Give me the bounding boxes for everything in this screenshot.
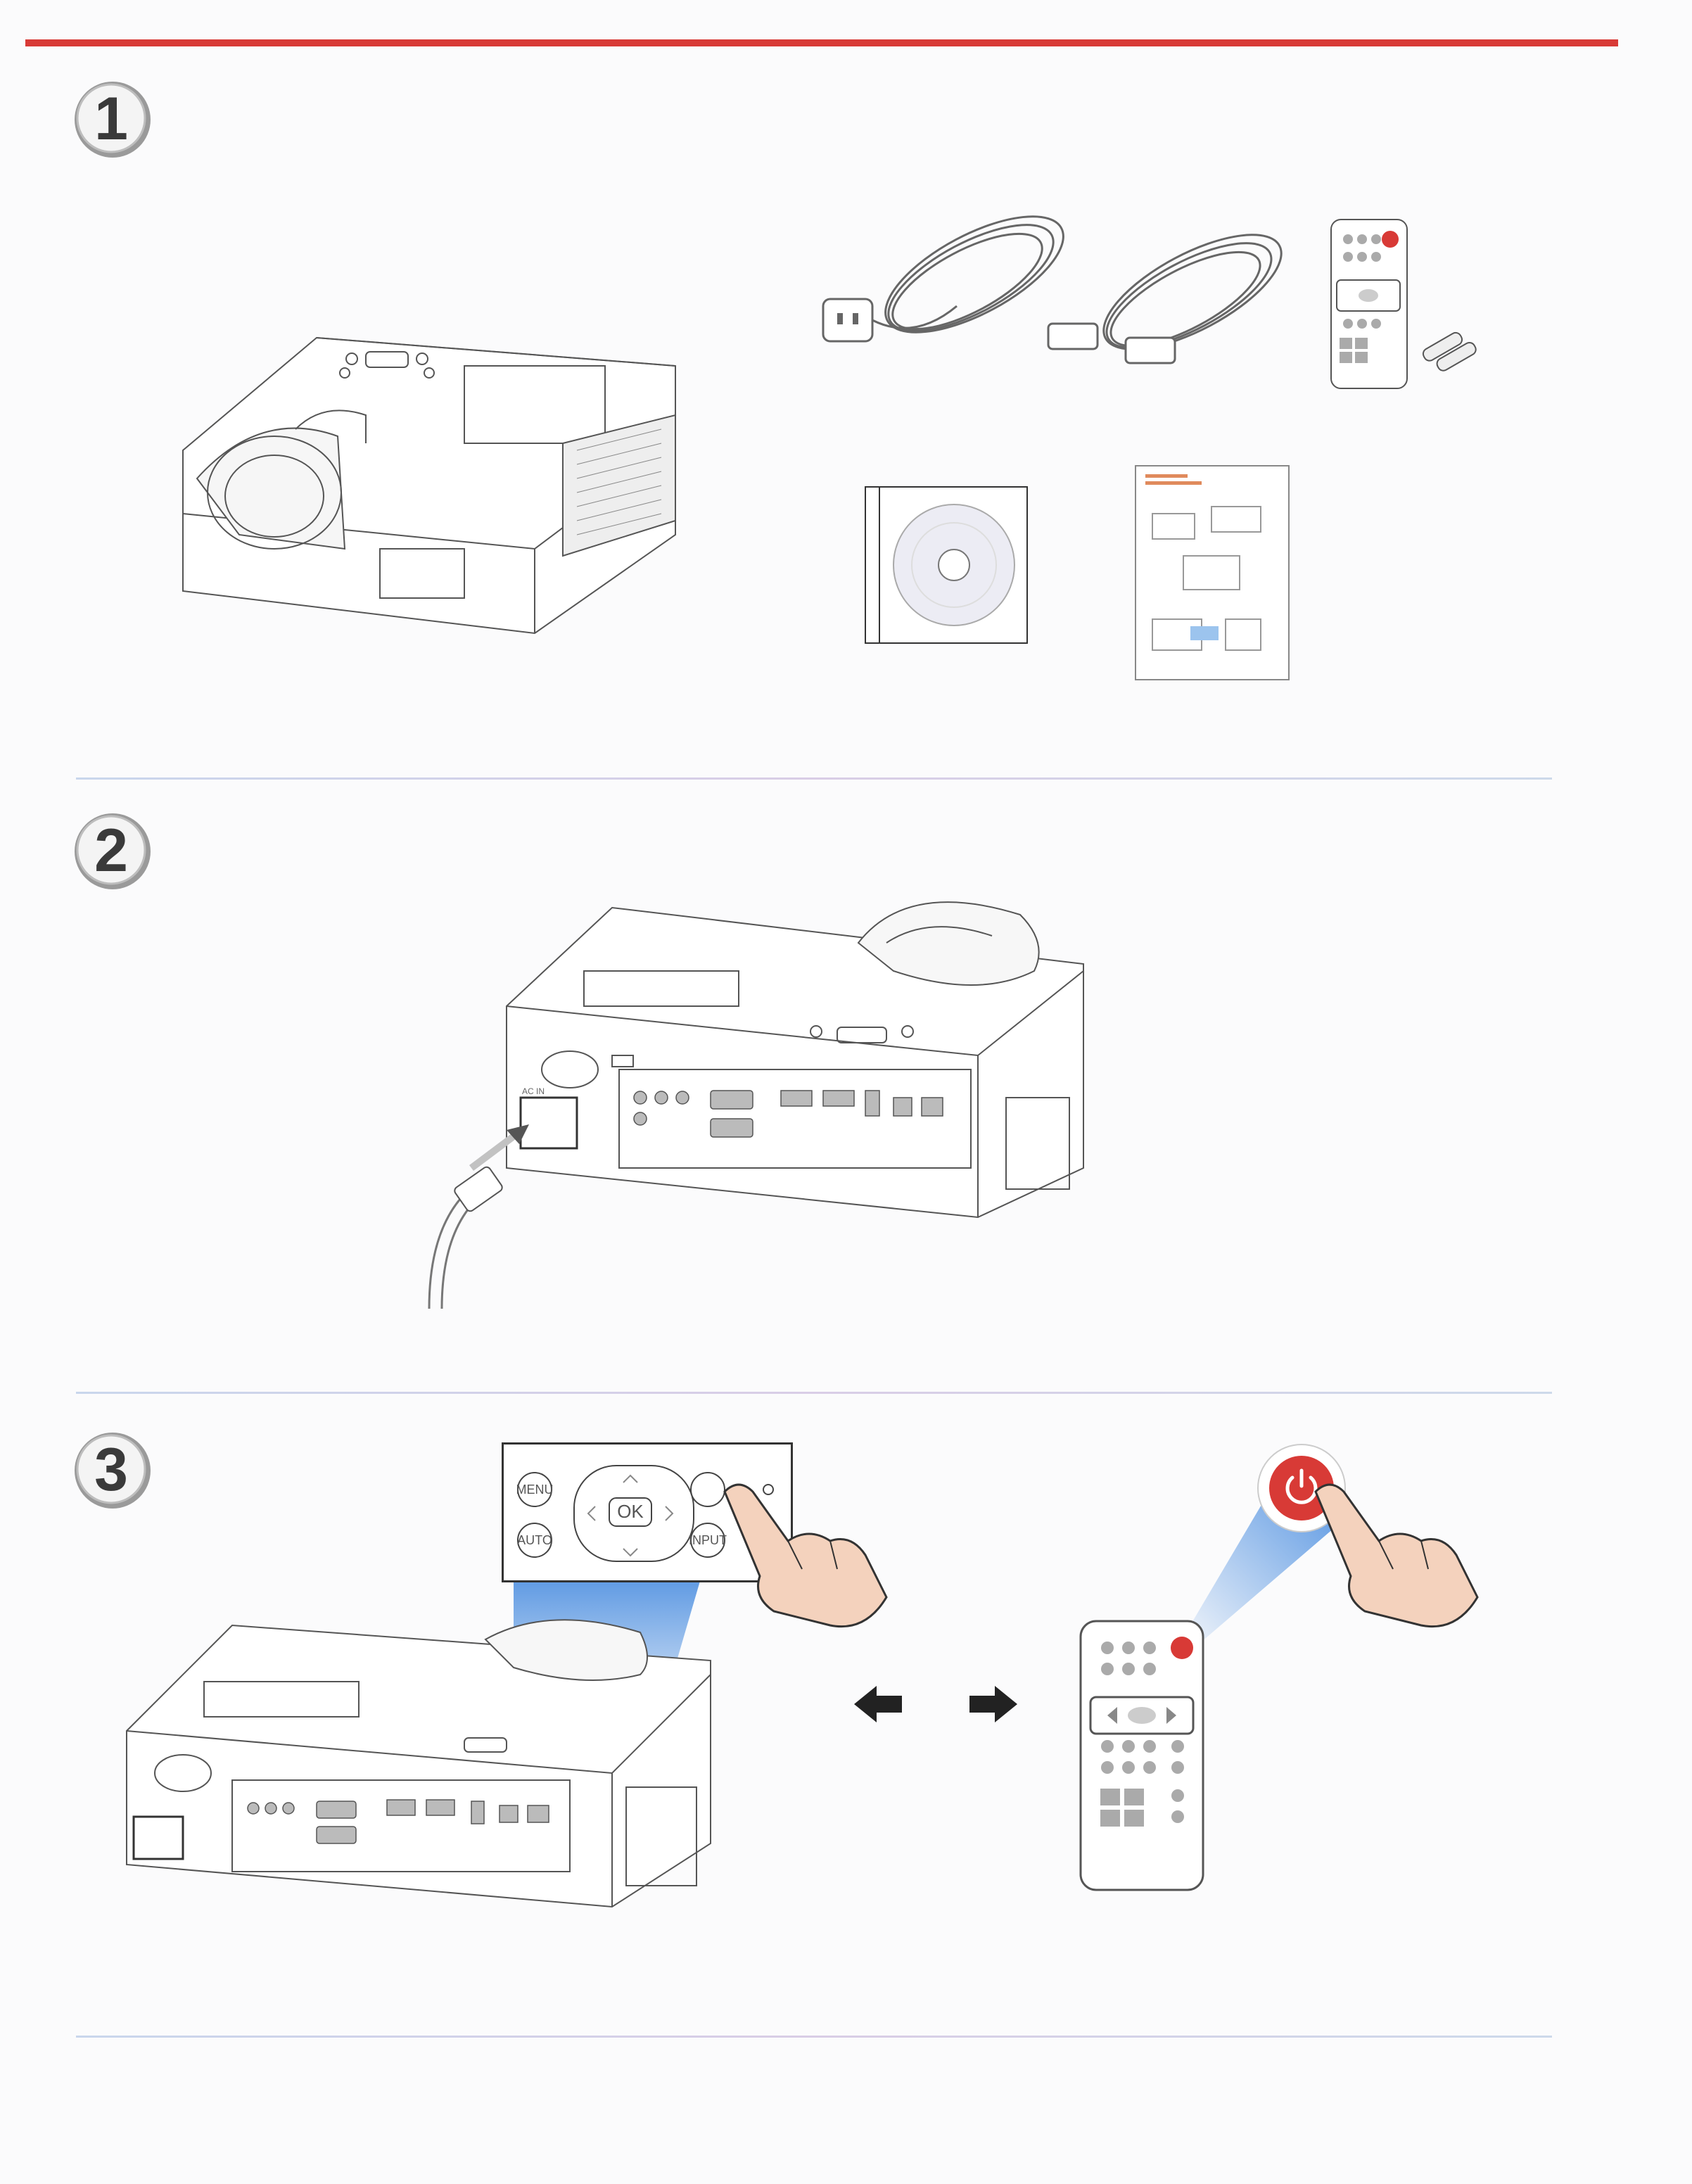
section-divider <box>76 1392 1552 1394</box>
step-1-badge: 1 <box>75 82 151 158</box>
arrow-right-icon <box>969 1686 1017 1722</box>
cd-rom-image <box>865 486 1028 644</box>
projector-front-image <box>182 336 676 635</box>
step-3-badge: 3 <box>75 1433 151 1509</box>
projector-rear-image: AC IN <box>428 901 1084 1309</box>
ok-button-label: OK <box>617 1501 644 1522</box>
step-3-number: 3 <box>94 1436 128 1504</box>
remote-control-image <box>1330 219 1477 389</box>
vga-cable-image <box>1047 234 1283 364</box>
projector-power-on-image <box>126 1619 711 1908</box>
input-button-label: INPUT <box>689 1533 727 1547</box>
arrow-left-icon <box>854 1686 902 1722</box>
hand-pointer-icon <box>723 1483 888 1628</box>
quick-start-guide-image <box>1135 465 1290 680</box>
ac-in-label: AC IN <box>522 1086 545 1096</box>
step-2-number: 2 <box>94 817 128 884</box>
section-divider <box>76 2036 1552 2038</box>
power-cable-image <box>822 215 1064 343</box>
power-icon <box>1285 1468 1318 1504</box>
auto-button-label: AUTO <box>517 1533 552 1547</box>
section-divider <box>76 777 1552 780</box>
header-bar <box>25 39 1618 46</box>
step-1-number: 1 <box>94 85 128 153</box>
hand-pointer-icon <box>1314 1483 1479 1628</box>
menu-button-label: MENU <box>516 1483 554 1497</box>
remote-control-image <box>1079 1620 1204 1891</box>
step-2-badge: 2 <box>75 813 151 889</box>
